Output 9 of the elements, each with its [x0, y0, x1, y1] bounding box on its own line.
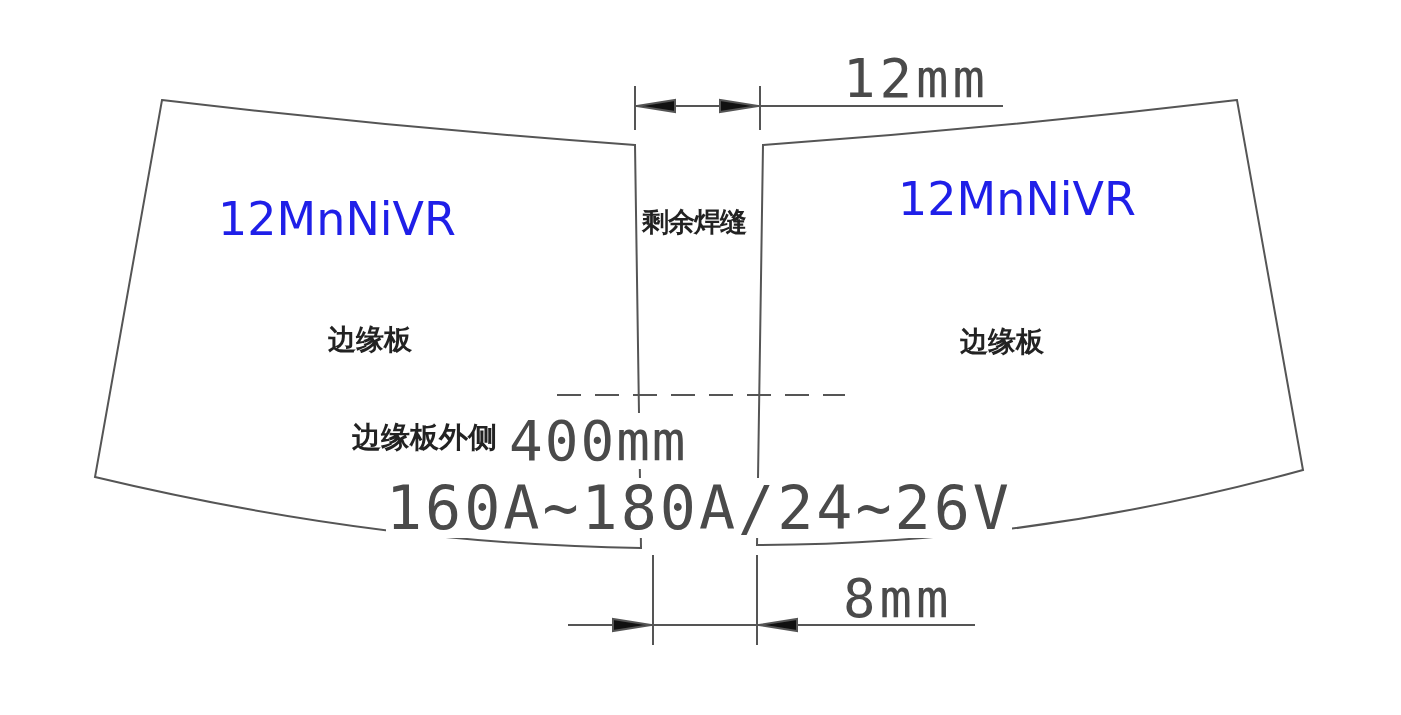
part-label: 边缘板	[960, 328, 1044, 356]
weld-label: 剩余焊缝	[642, 208, 746, 235]
dimension-label: 8mm	[843, 572, 953, 626]
part-label: 边缘板外侧	[352, 423, 497, 452]
part-label: 边缘板	[328, 326, 412, 354]
welding-parameter-label: 160A~180A/24~26V	[386, 478, 1012, 538]
material-label: 12MnNiVR	[218, 196, 456, 242]
material-label: 12MnNiVR	[898, 176, 1136, 222]
dimension-label: 12mm	[843, 52, 990, 106]
